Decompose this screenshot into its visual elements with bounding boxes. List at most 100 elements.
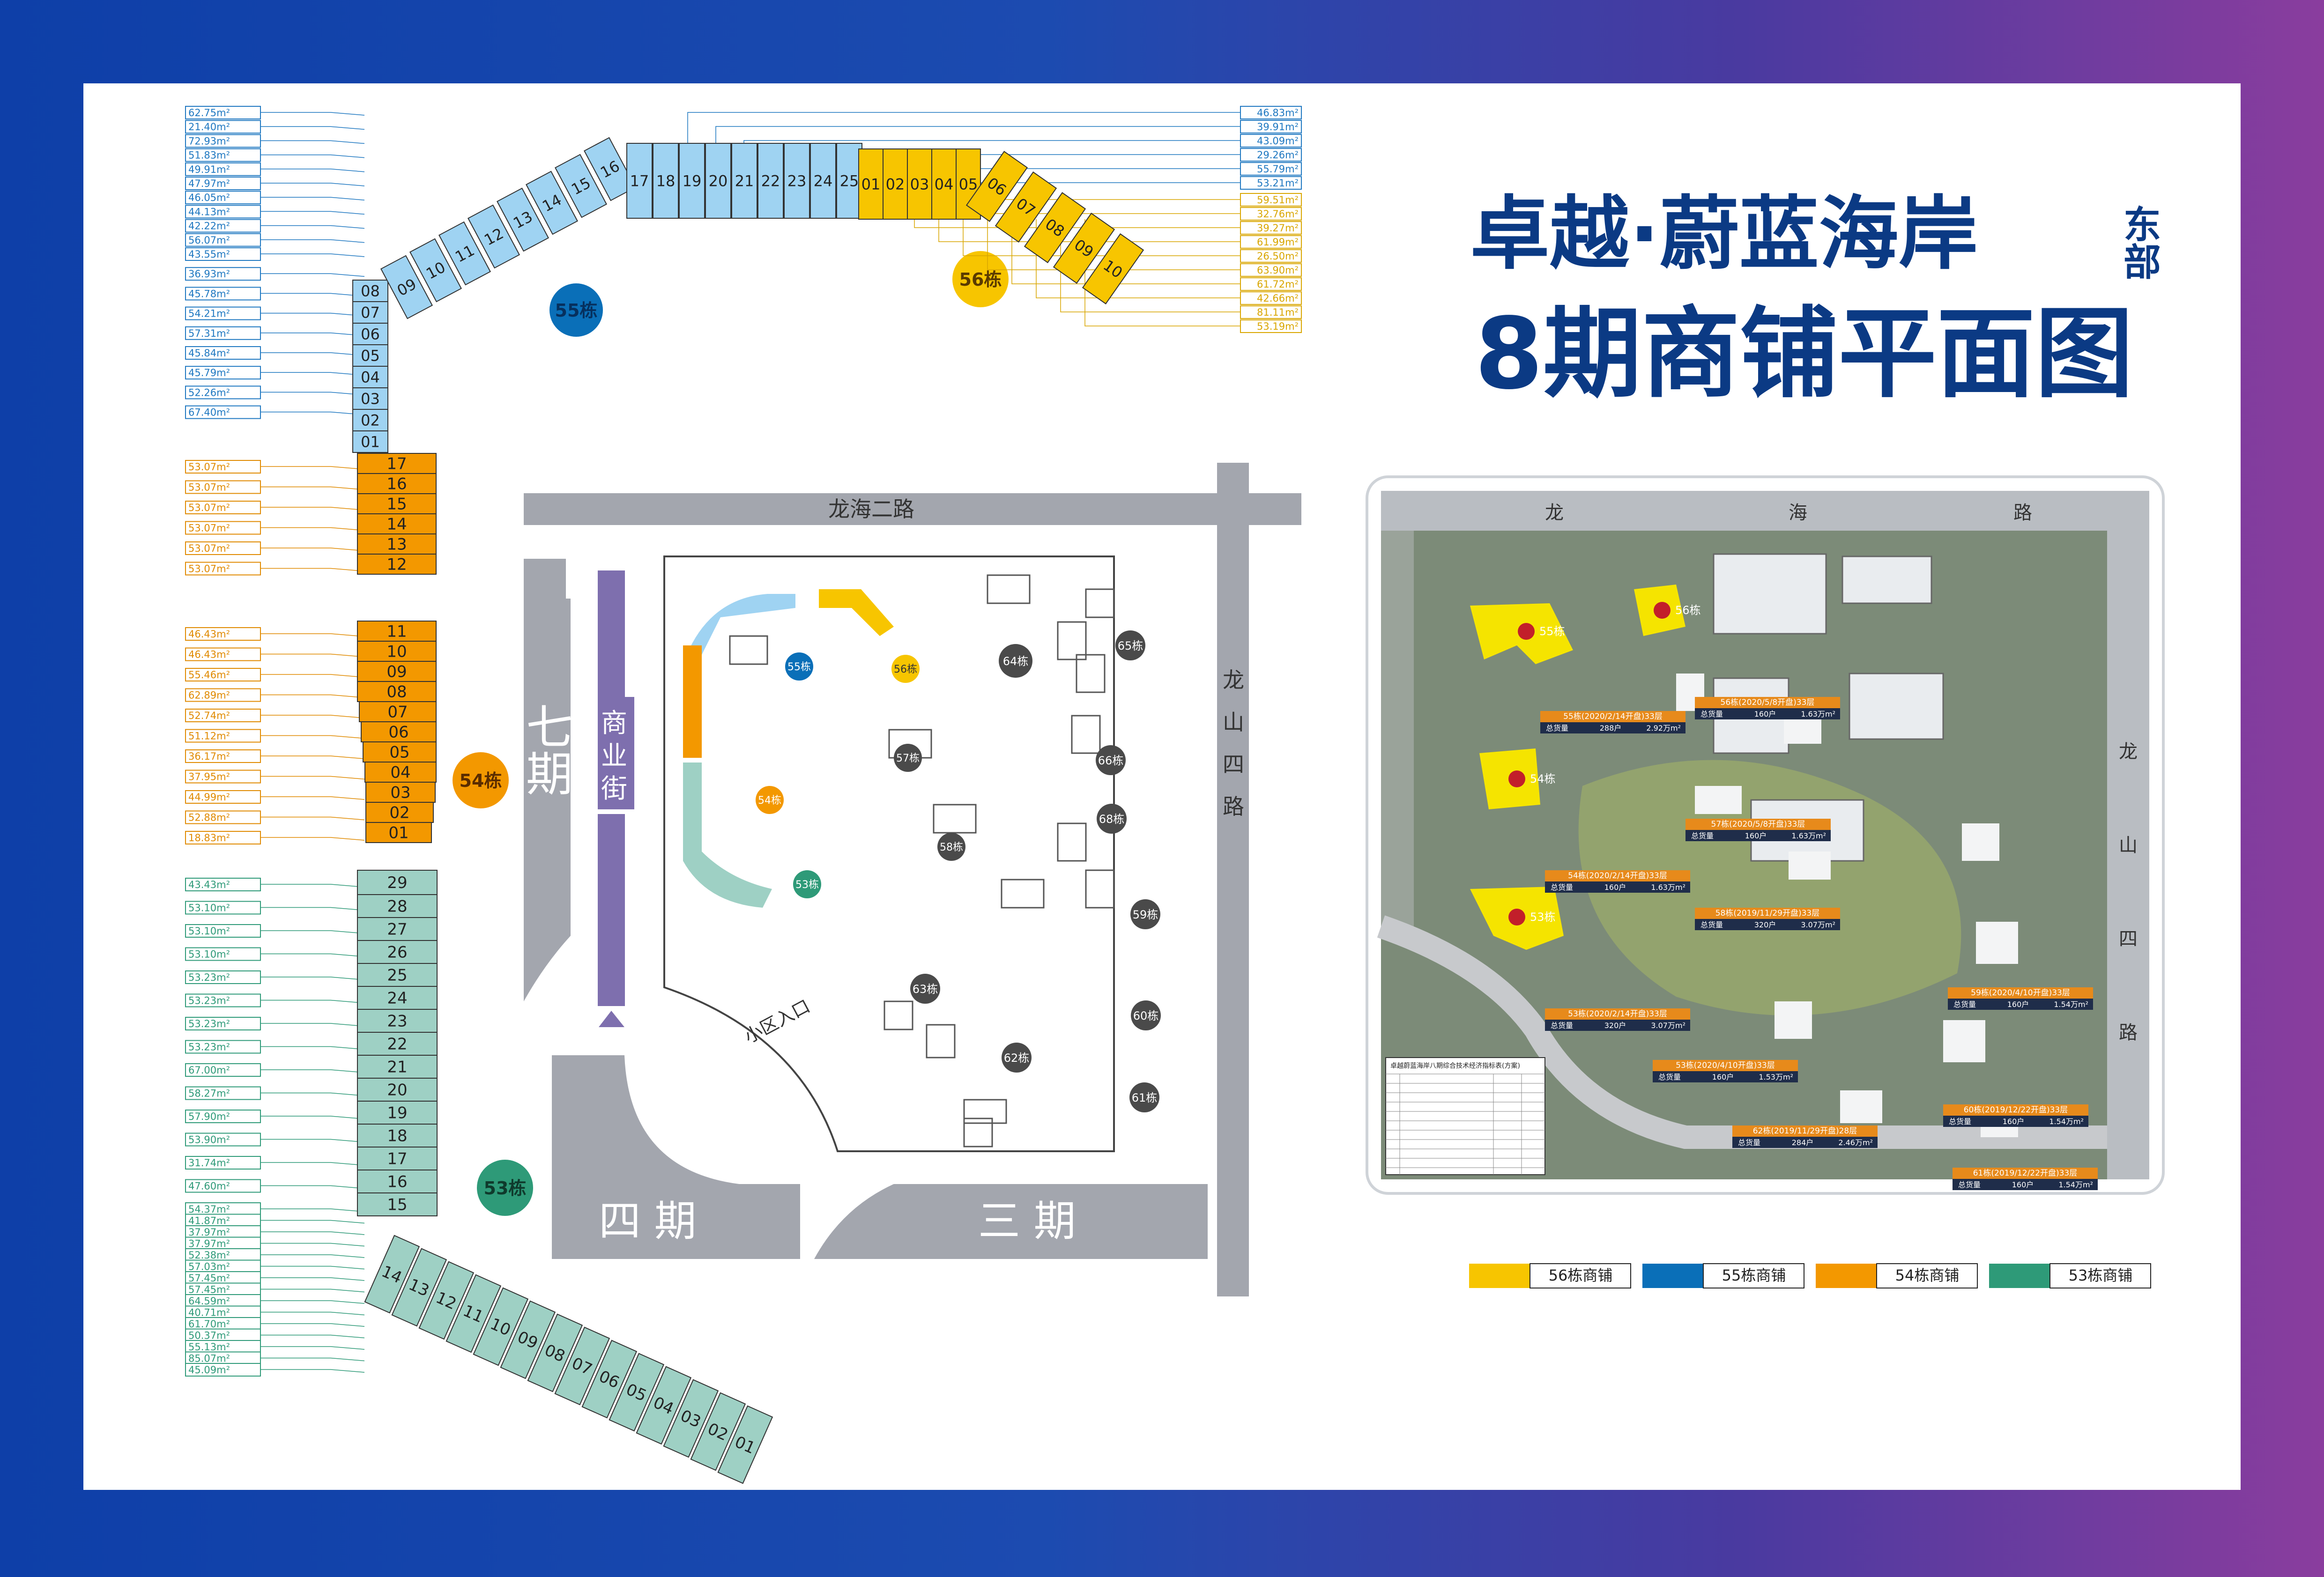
b54-area-9-box (185, 668, 261, 681)
phase-7-char1: 七 (526, 700, 573, 755)
b54-unit-11-label: 11 (386, 622, 407, 641)
b55-unit-04-label: 04 (361, 369, 380, 386)
b55-area-17: 45.79m² (188, 367, 230, 378)
b53-area-24-box (185, 1305, 261, 1319)
info-panel-head: 53栋(2020/2/14开盘)33层 (1568, 1009, 1667, 1019)
aerial-road-top-1: 龙 (1545, 502, 1564, 524)
b56-right-area-4: 61.99m² (1257, 237, 1299, 248)
b54-area-15-box (185, 790, 261, 804)
b55-unit-09-cell (380, 255, 433, 319)
b53-area-7-box (185, 1017, 261, 1030)
leader-line (260, 694, 365, 698)
b53-unit-01-cell (717, 1405, 773, 1484)
info-panel-head: 54栋(2020/2/14开盘)33层 (1568, 871, 1667, 881)
aerial-tag-55: 55栋 (1539, 625, 1565, 638)
road-longshan-2: 山 (1223, 710, 1244, 735)
aerial-road-top-3: 路 (2013, 502, 2032, 524)
brand-suffix-bu: 部 (2124, 241, 2161, 284)
b56-unit-04-label: 04 (935, 176, 954, 193)
b64-label: 64栋 (1003, 655, 1029, 668)
leader-line (260, 169, 365, 172)
leader-line (260, 352, 365, 356)
brand-suffix-dong: 东 (2124, 203, 2161, 247)
b53-unit-08: 08 (527, 1313, 583, 1392)
info-panel-total: 总货量 (1691, 831, 1714, 840)
b54-unit-01: 01 (365, 822, 432, 843)
b53-unit-26-label: 26 (387, 943, 407, 962)
b53-unit-14: 14 (364, 1235, 420, 1314)
b54-area-17-box (185, 831, 261, 844)
b55-area-9-box (185, 219, 261, 233)
street-block (598, 697, 634, 809)
b55-unit-01-label: 01 (361, 433, 380, 451)
aerial-tag-54: 54栋 (1530, 772, 1556, 785)
b53-big-dot (477, 1160, 533, 1216)
b54-area-8: 46.43m² (188, 649, 230, 660)
b55-unit-18: 18 (653, 143, 679, 219)
b56-unit-08-cell (1024, 192, 1086, 263)
b55-unit-03: 03 (352, 387, 388, 410)
legend-item-3: 54栋商铺 (1816, 1263, 1978, 1288)
info-panel-total: 总货量 (1958, 1180, 1981, 1189)
b53-unit-22-label: 22 (387, 1035, 407, 1054)
leader-line (260, 1208, 365, 1212)
info-panel-units: 160户 (1745, 831, 1767, 840)
b53-unit-11: 11 (445, 1274, 502, 1353)
leader-line (260, 273, 365, 277)
b55-unit-03-label: 03 (361, 390, 380, 408)
b53-unit-17: 17 (357, 1147, 438, 1170)
b55-unit-17-cell (626, 143, 653, 219)
b56-unit-02-label: 02 (886, 176, 905, 193)
leader-line (260, 1139, 365, 1143)
b53-area-20-box (185, 1259, 261, 1273)
b56-right-area-7: 61.72m² (1257, 279, 1299, 290)
leader-line (260, 411, 365, 415)
b56-unit-04: 04 (931, 148, 957, 220)
aerial-road-labels: 龙 海 路 龙 山 四 路 (1545, 502, 2138, 1044)
b56-small-label: 56栋 (894, 664, 917, 675)
b53-area-10-box (185, 1086, 261, 1100)
b65-label: 65栋 (1118, 639, 1143, 652)
aerial-curve-road (1377, 915, 2107, 1149)
leader-line (260, 197, 365, 200)
b53-area-14: 47.60m² (188, 1181, 230, 1192)
b53-unit-18: 18 (357, 1124, 438, 1148)
b53-area-5-box (185, 970, 261, 984)
b55-unit-17-label: 17 (630, 172, 649, 190)
leader-line (260, 884, 365, 888)
b55-right-area-5-box (1240, 162, 1302, 176)
aerial-road-top (1381, 491, 2149, 531)
phase-4-label: 四 期 (599, 1197, 697, 1246)
leader-line (260, 239, 365, 243)
b55-unit-19-cell (679, 143, 705, 219)
info-panel-head: 62栋(2019/11/29开盘)28层 (1753, 1126, 1857, 1136)
info-panel-total: 总货量 (1546, 724, 1568, 733)
b53-area-1: 43.43m² (188, 879, 230, 890)
b53-area-20: 57.03m² (188, 1261, 230, 1273)
b61-label: 61栋 (1132, 1091, 1158, 1104)
b55-unit-21-cell (731, 143, 757, 219)
b55-area-8: 44.13m² (188, 206, 230, 217)
b54-unit-10: 10 (357, 641, 437, 662)
info-panel-total: 总货量 (1953, 1000, 1976, 1009)
b54-unit-05-label: 05 (389, 743, 409, 762)
b54-area-8-box (185, 647, 261, 661)
road-longshan-3: 四 (1223, 752, 1244, 777)
leader-line (260, 1369, 365, 1373)
brand-title: 卓越·蔚蓝海岸 (1470, 188, 1978, 281)
leader-line (260, 633, 365, 637)
aerial-tower-d (1849, 673, 1944, 740)
b55-right-area-3-box (1240, 134, 1302, 148)
info-panel-area: 1.54万m² (2058, 1180, 2093, 1189)
b54-unit-14: 14 (357, 513, 437, 534)
info-panel-head-bg (1685, 819, 1831, 830)
b56-right-area-7-box (1240, 277, 1302, 291)
b53-unit-28: 28 (357, 894, 438, 918)
info-panel-total: 总货量 (1738, 1138, 1760, 1147)
b55-unit-03-cell (352, 387, 388, 410)
b53-unit-12: 12 (418, 1261, 475, 1340)
b55-right-area-6-box (1240, 176, 1302, 190)
info-panel-head-bg (1540, 711, 1685, 722)
